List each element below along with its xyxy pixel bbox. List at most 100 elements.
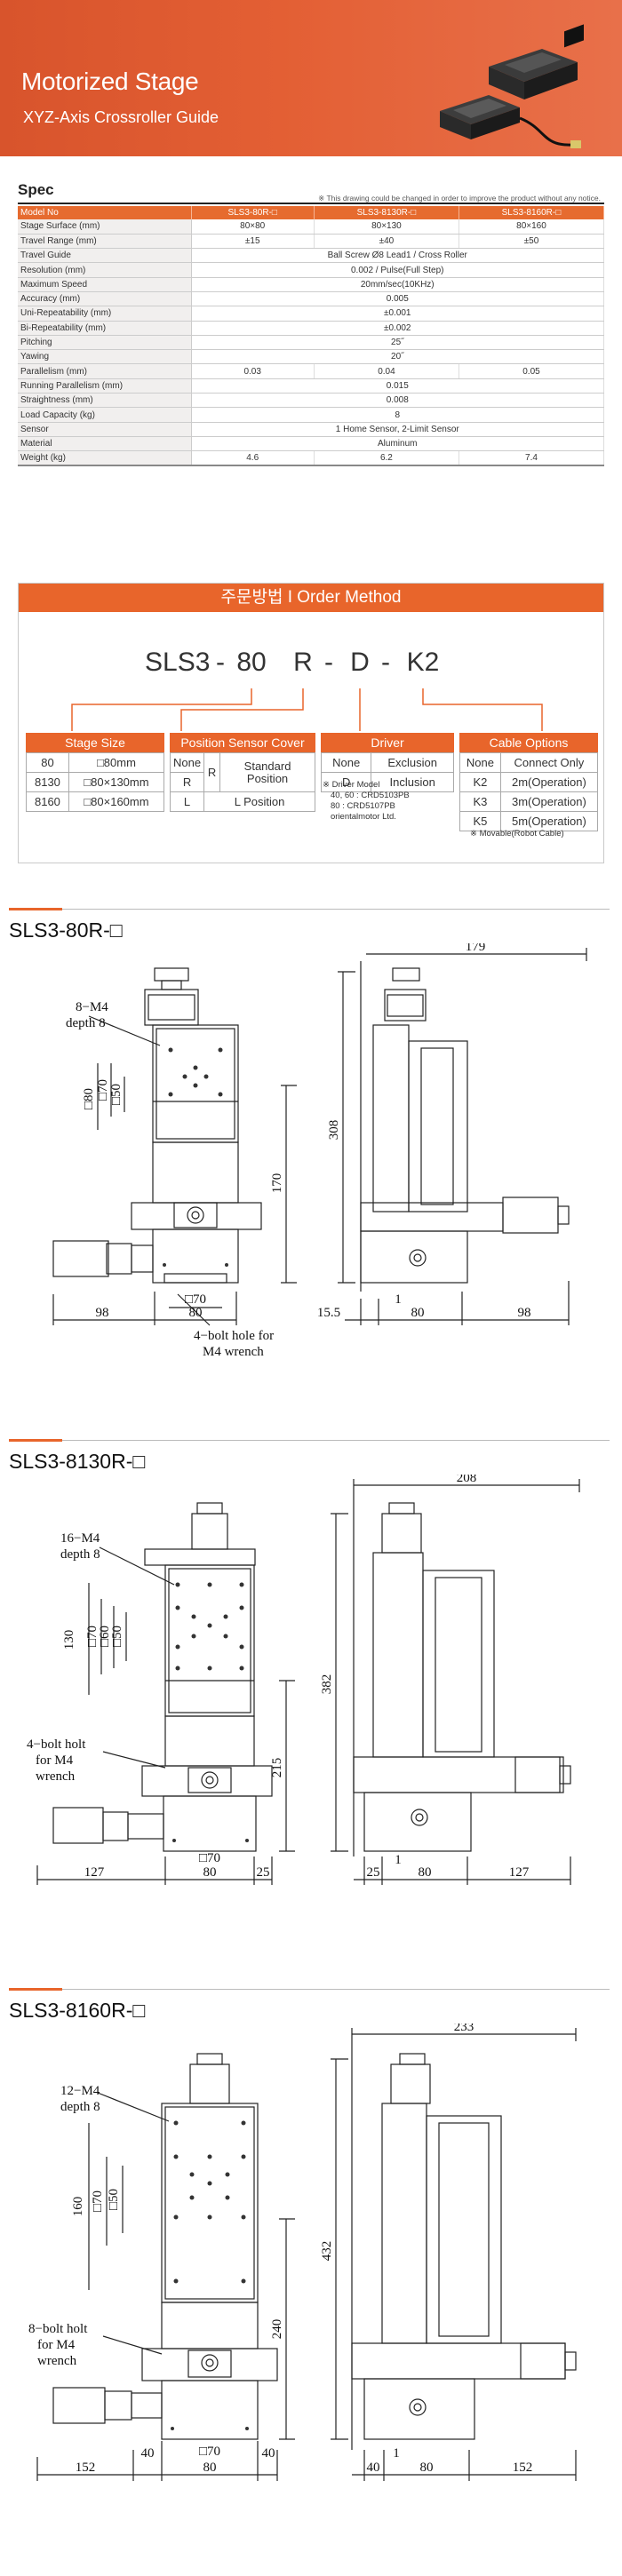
spec-label: Resolution (mm)	[18, 262, 192, 278]
spec-value: ±40	[314, 234, 459, 250]
spec-value: 80×130	[314, 219, 459, 235]
dim-one: 1	[395, 1853, 402, 1867]
dim-sq50: □50	[107, 2189, 121, 2210]
header-banner: Motorized Stage XYZ-Axis Crossroller Gui…	[0, 0, 622, 156]
driver-title: Driver	[321, 733, 454, 752]
driver-note: ※ Driver Model 40, 60 : CRD5103PB 80 : C…	[323, 780, 410, 823]
dim-bottom-sq70: □70	[199, 2445, 220, 2459]
spec-column-header: SLS3-80R-□	[191, 206, 315, 219]
drawing-title: SLS3-8160R-□	[9, 1999, 146, 2022]
section-divider	[9, 1989, 610, 1990]
dim-sq70: □70	[85, 1626, 100, 1647]
dim-bottom-40: 40	[262, 2446, 275, 2461]
dim-sq160: 160	[71, 2197, 85, 2217]
spec-label: Uni-Repeatability (mm)	[18, 306, 192, 322]
code-dash: -	[381, 648, 390, 677]
dim-bolt-note: 4−bolt holt	[27, 1737, 86, 1752]
spec-value: ±50	[459, 234, 605, 250]
spec-column-header: SLS3-8160R-□	[459, 206, 605, 219]
spec-label: Sensor	[18, 422, 192, 437]
spec-value: 7.4	[459, 450, 605, 467]
code-series: SLS3	[145, 648, 211, 677]
spec-label: Accuracy (mm)	[18, 291, 192, 307]
spec-row: Straightness (mm)0.008	[18, 393, 604, 409]
dim-tap-holes: 12−M4	[60, 2084, 100, 2098]
spec-value: 0.05	[459, 363, 605, 379]
cable-options-title: Cable Options	[459, 733, 598, 752]
dim-height-stage: 170	[270, 1173, 284, 1194]
sensor-code: R	[169, 772, 205, 792]
dim-bottom-25: 25	[257, 1865, 270, 1880]
dim-bolt-note: M4 wrench	[203, 1345, 264, 1359]
spec-value: Ball Screw Ø8 Lead1 / Cross Roller	[191, 248, 604, 264]
dim-bolt-note: 8−bolt holt	[28, 2322, 88, 2336]
dim-height-stage: 240	[270, 2319, 284, 2340]
dim-bottom-40: 40	[141, 2446, 155, 2461]
spec-label: Parallelism (mm)	[18, 363, 192, 379]
spec-row: Bi-Repeatability (mm)±0.002	[18, 321, 604, 336]
section-accent	[9, 908, 62, 910]
page-subtitle: XYZ-Axis Crossroller Guide	[23, 108, 219, 126]
sensor-code: None	[169, 752, 205, 773]
dim-bolt-note: wrench	[36, 1769, 76, 1784]
product-photo	[440, 24, 584, 148]
dim-height-total: 382	[320, 1674, 334, 1695]
spec-column-header: Model No	[18, 206, 192, 219]
dim-bolt-note: for M4	[36, 1753, 74, 1768]
cable-code: K3	[459, 791, 501, 812]
spec-row: Travel Range (mm)±15±40±50	[18, 234, 605, 250]
dim-tap-holes: 16−M4	[60, 1531, 100, 1546]
dim-left-127: 127	[84, 1865, 105, 1880]
section-accent	[9, 1439, 62, 1442]
sensor-desc: Standard Position	[219, 752, 315, 792]
code-driver: D	[350, 648, 370, 677]
spec-divider	[18, 203, 604, 204]
spec-heading: Spec	[18, 181, 54, 198]
stage-size-title: Stage Size	[26, 733, 164, 752]
cable-desc: 3m(Operation)	[499, 791, 599, 812]
position-sensor-title: Position Sensor Cover	[170, 733, 315, 752]
drawing-title: SLS3-80R-□	[9, 918, 123, 942]
stage-size-code: 80	[26, 752, 69, 773]
driver-desc: Inclusion	[371, 772, 454, 792]
driver-code: D	[320, 772, 372, 792]
driver-desc: Exclusion	[371, 752, 454, 773]
dim-tap-holes: 8−M4	[76, 1000, 108, 1014]
dim-bolt-note: 4−bolt hole for	[194, 1329, 274, 1343]
stage-size-desc: □80×130mm	[68, 772, 165, 792]
spec-label: Running Parallelism (mm)	[18, 378, 192, 394]
dim-sq70: □70	[91, 2190, 105, 2212]
spec-label: Yawing	[18, 349, 192, 365]
code-size: 80	[236, 648, 267, 677]
dim-right-98: 98	[518, 1306, 531, 1320]
dim-sq50: □50	[109, 1084, 124, 1105]
dim-right-40: 40	[367, 2461, 380, 2475]
driver-note-line: orientalmotor Ltd.	[331, 812, 396, 822]
spec-value: 1 Home Sensor, 2-Limit Sensor	[191, 422, 604, 437]
dim-sq50: □50	[110, 1626, 124, 1647]
spec-row: Running Parallelism (mm)0.015	[18, 378, 604, 394]
order-method-box: 주문방법 I Order Method SLS3 - 80 R - D - K2…	[18, 583, 604, 863]
dim-right-80: 80	[419, 1865, 432, 1880]
dim-bolt-note: wrench	[37, 2354, 77, 2368]
spec-value: ±0.001	[191, 306, 604, 322]
technical-drawing: 233 12−M4 depth 8 160 □70 □50 432 240 □7…	[28, 2023, 577, 2481]
section-accent	[9, 1988, 62, 1991]
spec-value: 0.002 / Pulse(Full Step)	[191, 262, 604, 278]
spec-value: 25˝	[191, 335, 604, 351]
sensor-code: L	[169, 791, 205, 812]
spec-value: 20˝	[191, 349, 604, 365]
dim-left-152: 152	[76, 2461, 96, 2475]
stage-size-code: 8160	[26, 791, 69, 812]
spec-row: Resolution (mm)0.002 / Pulse(Full Step)	[18, 262, 604, 278]
order-method-title: 주문방법 I Order Method	[19, 584, 603, 612]
dim-depth: depth 8	[66, 1016, 106, 1030]
dim-sq80: □80	[82, 1088, 96, 1109]
dim-bolt-note: for M4	[37, 2338, 76, 2352]
spec-value: 0.03	[191, 363, 315, 379]
